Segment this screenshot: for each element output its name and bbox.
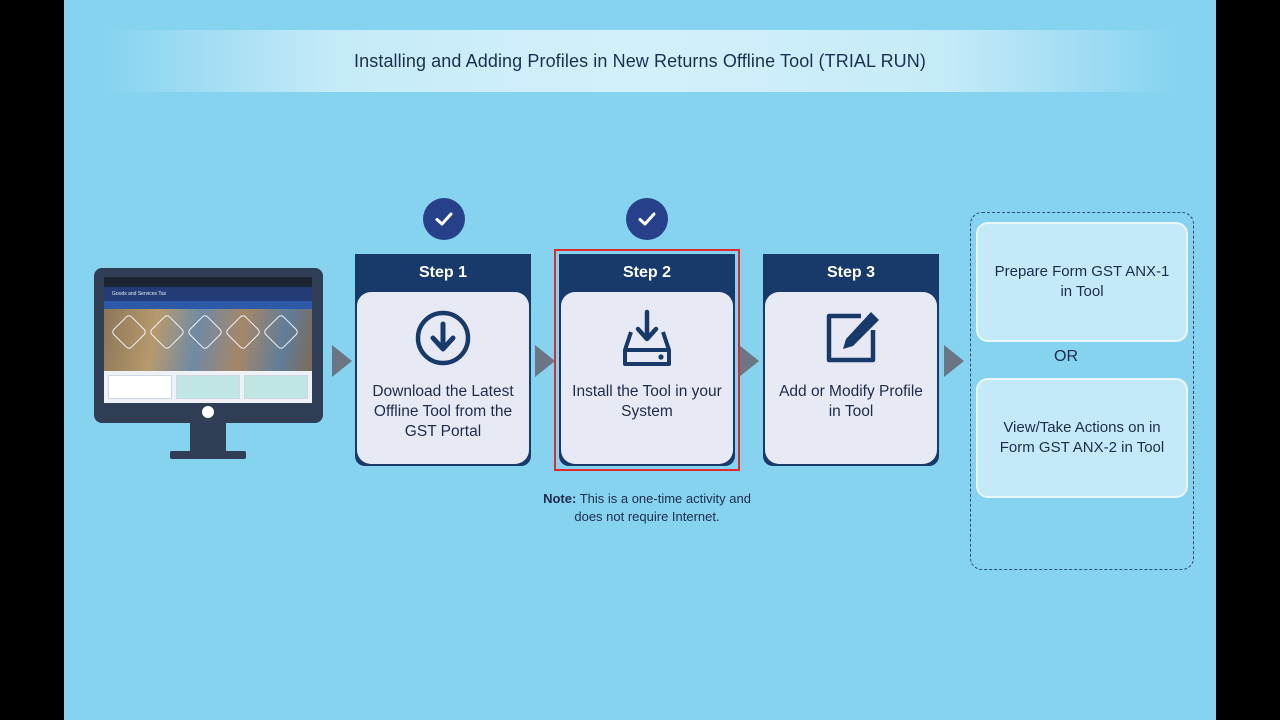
hex-frame xyxy=(263,314,300,351)
step-note: Note: This is a one-time activity and do… xyxy=(534,490,760,526)
download-circle-icon xyxy=(413,308,473,368)
title-banner: Installing and Adding Profiles in New Re… xyxy=(104,30,1176,92)
portal-block xyxy=(108,375,172,399)
check-icon xyxy=(423,198,465,240)
hex-frame xyxy=(225,314,262,351)
step-body: Add or Modify Profile in Tool xyxy=(765,292,937,464)
edit-pencil-icon xyxy=(821,308,881,368)
note-text: This is a one-time activity and does not… xyxy=(574,491,751,524)
hex-frame xyxy=(111,314,148,351)
portal-content xyxy=(104,371,312,403)
portal-block xyxy=(176,375,240,399)
monitor-illustration: Goods and Services Tax xyxy=(94,268,323,460)
note-prefix: Note: xyxy=(543,491,576,506)
slide-canvas: Installing and Adding Profiles in New Re… xyxy=(64,0,1216,720)
step-card-3: Step 3 Add or Modify Profile in Tool xyxy=(763,254,939,466)
current-step-highlight xyxy=(554,249,740,471)
monitor-screen: Goods and Services Tax xyxy=(104,277,312,403)
monitor-neck xyxy=(190,423,226,453)
power-button-icon xyxy=(202,406,214,418)
portal-header: Goods and Services Tax xyxy=(104,287,312,301)
hex-frame xyxy=(187,314,224,351)
portal-nav xyxy=(104,301,312,309)
portal-banner xyxy=(104,309,312,371)
option-view-anx2: View/Take Actions on in Form GST ANX-2 i… xyxy=(976,378,1188,498)
browser-bar xyxy=(104,277,312,287)
step-body: Download the Latest Offline Tool from th… xyxy=(357,292,529,464)
arrow-right-icon xyxy=(535,345,555,377)
arrow-right-icon xyxy=(332,345,352,377)
step-label: Step 3 xyxy=(763,254,939,292)
portal-block xyxy=(244,375,308,399)
step-text: Download the Latest Offline Tool from th… xyxy=(357,382,529,442)
or-separator: OR xyxy=(1030,348,1102,366)
monitor-base xyxy=(170,451,246,459)
step-text: Add or Modify Profile in Tool xyxy=(765,382,937,422)
page-title: Installing and Adding Profiles in New Re… xyxy=(354,51,926,72)
option-prepare-anx1: Prepare Form GST ANX-1 in Tool xyxy=(976,222,1188,342)
step-card-1: Step 1 Download the Latest Offline Tool … xyxy=(355,254,531,466)
arrow-right-icon xyxy=(739,345,759,377)
portal-site-title: Goods and Services Tax xyxy=(112,291,166,297)
check-icon xyxy=(626,198,668,240)
step-label: Step 1 xyxy=(355,254,531,292)
hex-frame xyxy=(149,314,186,351)
arrow-right-icon xyxy=(944,345,964,377)
